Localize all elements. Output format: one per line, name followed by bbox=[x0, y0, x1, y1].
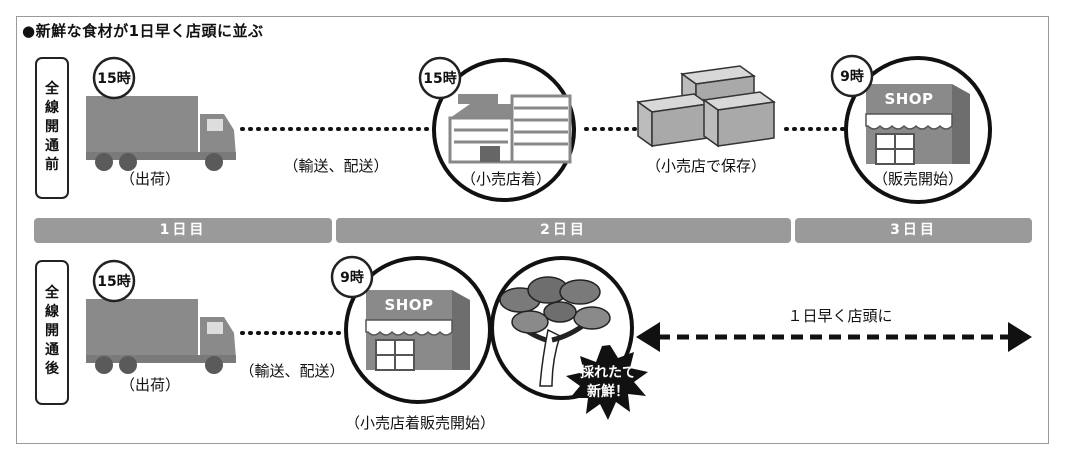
fresh-badge-line-2: 新鮮！ bbox=[587, 384, 629, 400]
label-store-before: （小売店で保存） bbox=[645, 157, 767, 175]
side-label-before: 全線開通前 bbox=[45, 81, 59, 173]
time-circle bbox=[418, 56, 462, 100]
fresh-badge-text: 採れたて 新鮮！ bbox=[568, 364, 648, 402]
building-icon bbox=[448, 94, 572, 164]
arrow-head-right bbox=[1008, 322, 1032, 352]
figure-frame bbox=[16, 16, 1049, 444]
fresh-badge-star bbox=[566, 345, 648, 420]
label-ship-after: （出荷） bbox=[119, 376, 181, 394]
label-ship-before: （出荷） bbox=[119, 170, 181, 188]
side-label-after: 全線開通後 bbox=[45, 285, 59, 377]
side-label-box-before bbox=[35, 57, 69, 199]
time-circle bbox=[330, 255, 374, 299]
label-transport-before: （輸送、配送） bbox=[283, 157, 389, 175]
label-arrive-before: （小売店着） bbox=[460, 170, 552, 188]
time-arrive-after: 9時 bbox=[340, 270, 364, 286]
day-bar-3: 3日目 bbox=[795, 218, 1032, 243]
time-arrive-before: 15時 bbox=[423, 71, 457, 87]
vegetable-icon bbox=[499, 276, 611, 387]
label-arrive-sale-after: （小売店着販売開始） bbox=[344, 414, 496, 432]
shop-icon bbox=[865, 84, 970, 165]
shop-sign-before: SHOP bbox=[884, 90, 934, 108]
fresh-badge-line-1: 採れたて bbox=[580, 365, 636, 381]
time-circle bbox=[92, 56, 136, 100]
diagram-title: ●新鮮な食材が1日早く店頭に並ぶ bbox=[22, 22, 264, 40]
time-circle bbox=[830, 54, 874, 98]
time-sale-before: 9時 bbox=[840, 69, 864, 85]
label-transport-after: （輸送、配送） bbox=[239, 362, 345, 380]
arrow-head-left bbox=[636, 322, 660, 352]
day-bar-1: 1日目 bbox=[34, 218, 332, 243]
day-bar-2: 2日目 bbox=[336, 218, 791, 243]
time-circle bbox=[92, 259, 136, 303]
shop-sign-after: SHOP bbox=[384, 296, 434, 314]
boxes-icon bbox=[636, 65, 776, 148]
shop-icon bbox=[365, 290, 470, 371]
truck-icon bbox=[86, 299, 236, 374]
time-ship-before: 15時 bbox=[97, 71, 131, 87]
time-ship-after: 15時 bbox=[97, 274, 131, 290]
truck-icon bbox=[86, 96, 236, 171]
label-earlier: １日早く店頭に bbox=[787, 307, 893, 325]
label-sale-before: （販売開始） bbox=[872, 170, 964, 188]
side-label-box-after bbox=[35, 260, 69, 405]
